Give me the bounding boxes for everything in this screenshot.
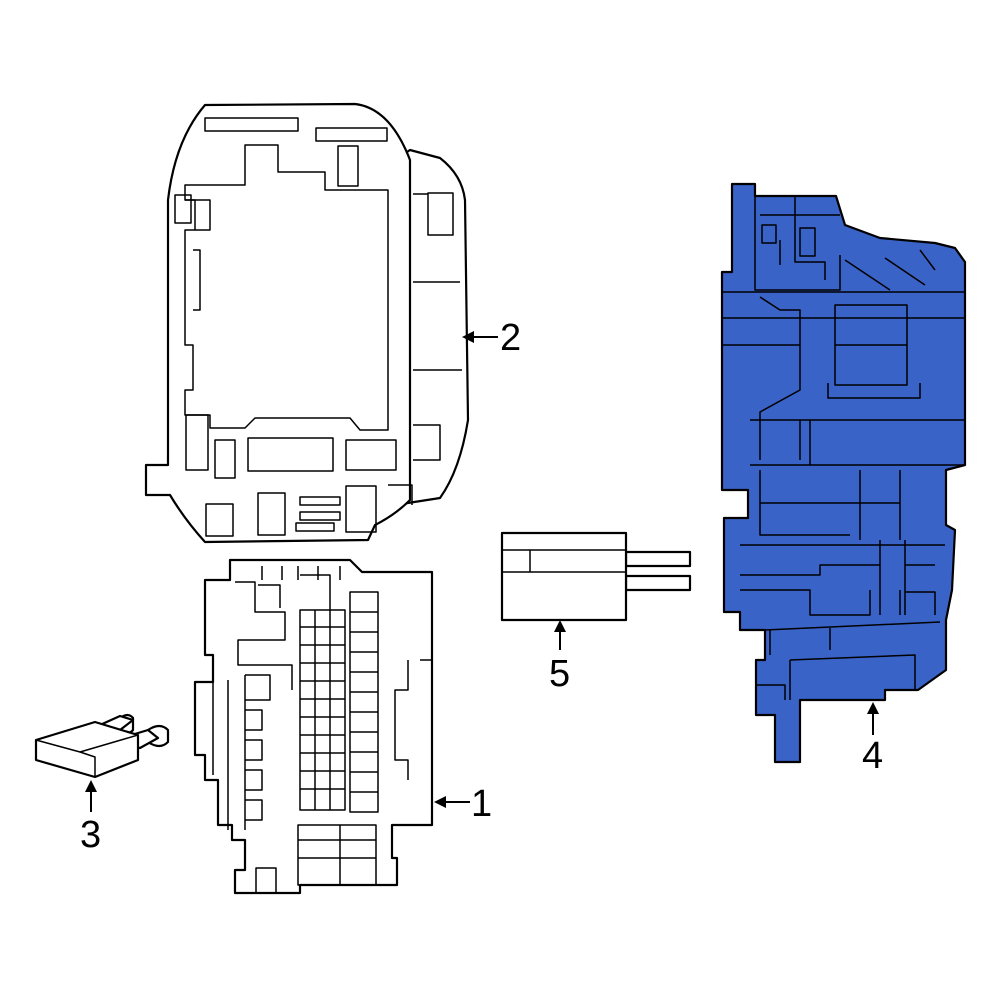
part-2-cover[interactable] xyxy=(144,102,470,544)
callout-4-label: 4 xyxy=(862,735,883,777)
part-1-fuse-box[interactable] xyxy=(193,558,434,895)
callout-5: 5 xyxy=(549,620,570,695)
callout-1: 1 xyxy=(434,783,492,825)
callout-2: 2 xyxy=(462,317,521,359)
part-4-module[interactable] xyxy=(720,182,967,764)
fuse-grid xyxy=(299,591,379,813)
callout-5-label: 5 xyxy=(549,653,570,695)
callout-1-label: 1 xyxy=(471,783,492,825)
part-4-details xyxy=(722,196,965,700)
callout-3-label: 3 xyxy=(80,814,101,856)
part-3-fuse[interactable] xyxy=(34,713,170,779)
callout-4: 4 xyxy=(862,702,883,777)
callout-3: 3 xyxy=(80,780,101,856)
part-5-relay[interactable] xyxy=(500,531,692,622)
callout-2-label: 2 xyxy=(500,317,521,359)
